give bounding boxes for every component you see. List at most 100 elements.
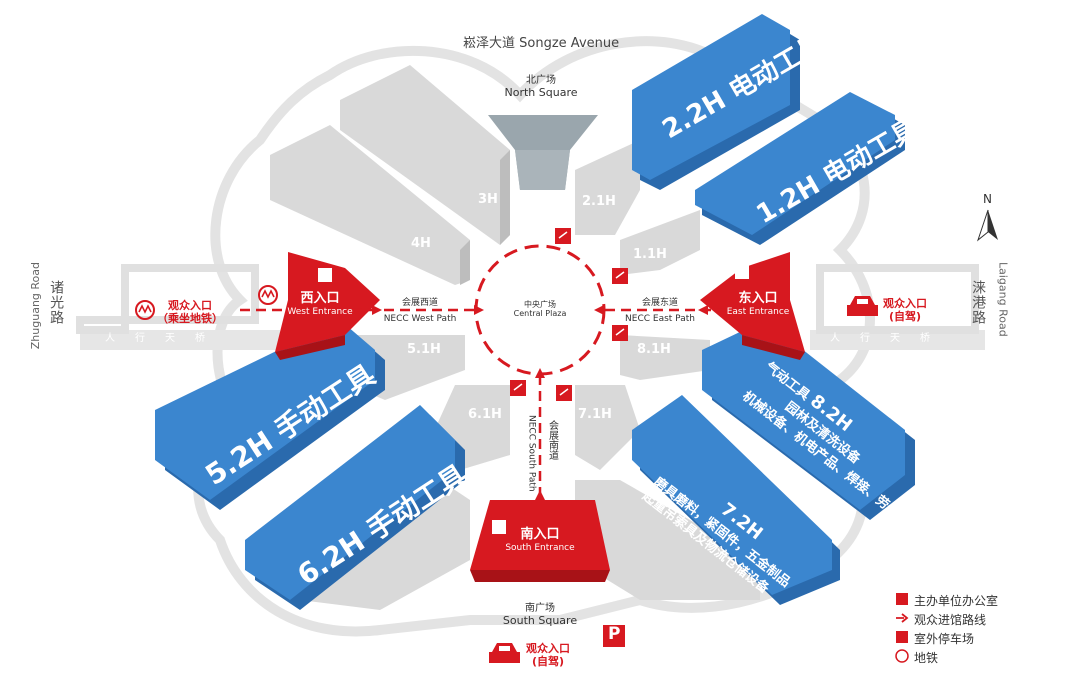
east-entrance-label[interactable]: 东入口 East Entrance — [726, 291, 790, 317]
east-path-en: NECC East Path — [625, 314, 695, 325]
metro-icon — [135, 285, 278, 320]
legend-label-parking: 室外停车场 — [914, 632, 975, 646]
office-icon — [318, 268, 332, 282]
west-path-en: NECC West Path — [383, 314, 457, 325]
office-icon — [612, 325, 628, 341]
legend-office-icon — [896, 593, 908, 605]
hall-6-2h — [245, 405, 455, 600]
east-gate-block — [816, 264, 979, 334]
north-street-label: 崧泽大道 Songze Avenue — [463, 36, 620, 52]
west-gate-title: 观众入口 — [168, 299, 212, 312]
west-road — [80, 330, 280, 350]
office-icon — [612, 268, 628, 284]
west-street-cn: 诸光路 — [48, 280, 65, 325]
hall-8-2h — [702, 320, 905, 510]
north-street-en: Songze Avenue — [519, 36, 620, 51]
hall-2-1h-label: 2.1H — [582, 194, 616, 209]
hall-1-1h-label: 1.1H — [633, 247, 667, 262]
east-path-cn: 会展东道 — [641, 298, 678, 308]
south-square-label: 南广场 South Square — [503, 603, 577, 627]
legend-item-office: 主办单位办公室 — [896, 592, 998, 609]
south-entrance-label[interactable]: 南入口 South Entrance — [505, 527, 575, 553]
hall-5-2h — [155, 320, 375, 500]
visitor-routes — [240, 308, 760, 500]
north-square-label: 北广场 North Square — [505, 75, 578, 99]
hall-8-1h — [620, 335, 710, 380]
hall-1-1h — [620, 210, 700, 275]
south-gate-sub: (自驾) — [531, 654, 565, 668]
hall-1-2h — [695, 92, 895, 235]
west-path-label: 会展西道 NECC West Path — [384, 298, 457, 325]
legend-route-arrow-icon — [896, 613, 909, 623]
south-gate-label: 观众入口 (自驾) — [526, 642, 570, 668]
south-gate-title: 观众入口 — [526, 642, 570, 655]
south-path-cn: 会展南道 — [546, 420, 558, 460]
hall-7-1h-label: 7.1H — [578, 407, 612, 422]
north-square-en: North Square — [504, 85, 578, 99]
east-gate-title: 观众入口 — [883, 297, 927, 310]
hall-8-1h-label: 8.1H — [637, 342, 671, 357]
hall-3h — [340, 65, 510, 245]
south-entrance-en: South Entrance — [505, 542, 575, 553]
office-icon — [735, 265, 749, 279]
hall-south-west — [300, 480, 470, 610]
hall-2-2h — [632, 14, 790, 180]
east-bridge-label: 人行天桥 — [830, 333, 950, 344]
south-square-en: South Square — [502, 613, 578, 627]
north-arrow-icon — [976, 209, 998, 242]
west-entrance-en: West Entrance — [287, 306, 353, 317]
east-path-label: 会展东道 NECC East Path — [625, 298, 695, 325]
office-icon — [492, 520, 506, 534]
car-icon — [489, 296, 878, 663]
east-entrance-cn: 东入口 — [738, 291, 778, 306]
parking-icon — [603, 625, 625, 647]
office-icon — [510, 380, 526, 396]
hall-3h-label: 3H — [478, 192, 498, 207]
hall-south-east — [575, 480, 760, 600]
west-path-cn: 会展西道 — [401, 298, 439, 308]
central-plaza-label: 中央广场 Central Plaza — [514, 300, 567, 318]
hall-4h — [270, 125, 470, 285]
hall-7-1h — [575, 385, 640, 470]
hall-5-1h-label: 5.1H — [407, 342, 441, 357]
east-road — [810, 330, 985, 350]
west-bridge-label: 人行天桥 — [105, 333, 225, 344]
east-street-en: Laigang Road — [996, 262, 1010, 337]
west-entrance-label[interactable]: 西入口 West Entrance — [287, 291, 353, 317]
office-icon — [556, 385, 572, 401]
legend-parking-icon — [896, 631, 908, 643]
hall-4h-label: 4H — [411, 236, 431, 251]
west-entrance-block[interactable] — [275, 252, 380, 352]
office-icon — [555, 228, 571, 244]
legend-label-office: 主办单位办公室 — [914, 594, 999, 608]
west-street-en: Zhuguang Road — [29, 262, 42, 350]
legend-label-metro: 地铁 — [914, 651, 939, 665]
north-street-cn: 崧泽大道 — [463, 36, 516, 51]
south-path-en: NECC South Path — [526, 415, 537, 492]
legend-item-parking: 室外停车场 — [896, 630, 974, 647]
parking-glyph: P — [608, 624, 621, 644]
north-square-cn: 北广场 — [526, 75, 556, 86]
compass-n-label: N — [983, 192, 992, 206]
hall-2-1h — [575, 140, 640, 235]
east-gate-label: 观众入口 (自驾) — [883, 297, 927, 323]
central-plaza-cn: 中央广场 — [523, 300, 556, 309]
legend-item-route: 观众进馆路线 — [896, 611, 986, 628]
west-gate-block — [76, 264, 259, 334]
south-entrance-block[interactable] — [470, 500, 610, 570]
hall-7-2h — [632, 395, 832, 595]
east-entrance-block[interactable] — [700, 252, 805, 352]
legend-label-route: 观众进馆路线 — [914, 613, 987, 627]
east-entrance-en: East Entrance — [726, 306, 790, 317]
central-plaza-en: Central Plaza — [513, 309, 567, 319]
east-gate-sub: (自驾) — [888, 309, 922, 323]
hall-6-1h-label: 6.1H — [468, 407, 502, 422]
legend-metro-icon — [895, 649, 909, 663]
south-entrance-cn: 南入口 — [520, 527, 560, 542]
west-gate-sub: （乘坐地铁） — [157, 311, 223, 325]
east-street-cn: 涞港路 — [970, 280, 987, 325]
south-square-cn: 南广场 — [524, 603, 555, 614]
west-gate-label: 观众入口 （乘坐地铁） — [157, 299, 223, 325]
west-entrance-cn: 西入口 — [300, 291, 340, 306]
